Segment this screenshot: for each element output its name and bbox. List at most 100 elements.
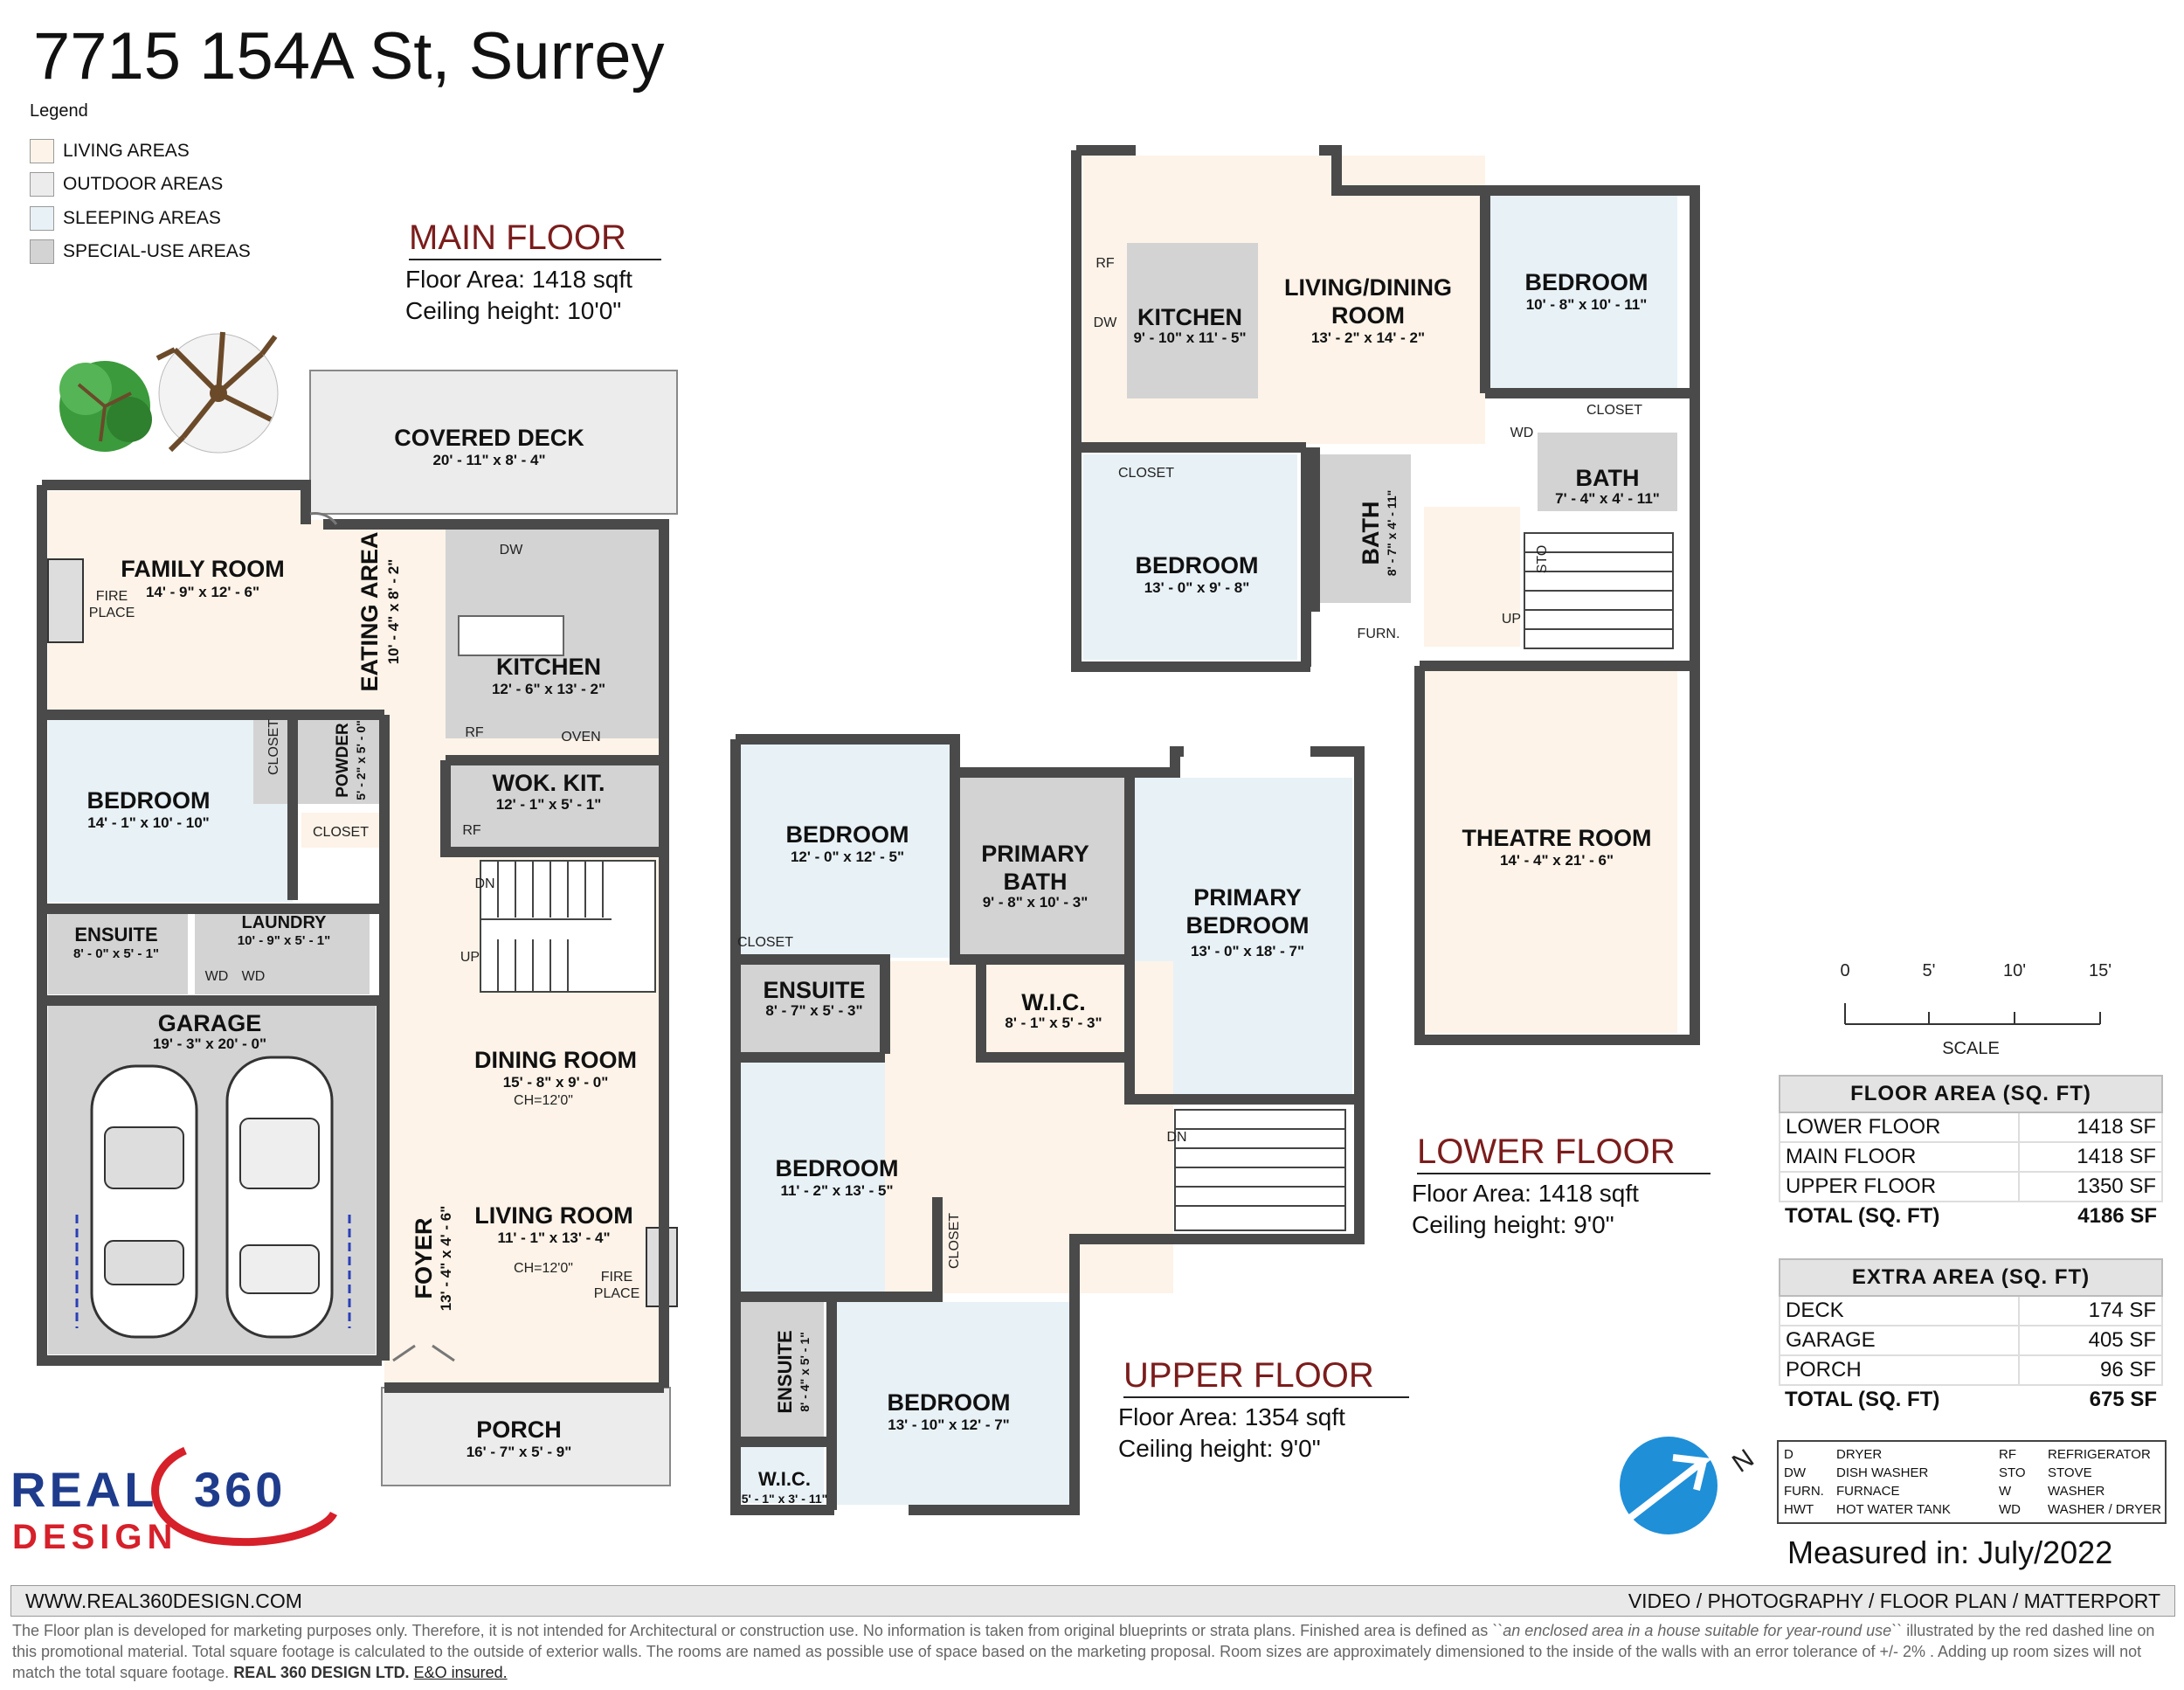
main-kitchen-dim: 12' - 6" x 13' - 2" — [492, 681, 605, 697]
upper-bedroom-2-name: BEDROOM — [776, 1155, 899, 1181]
scale-tick-label: 15' — [2089, 961, 2111, 980]
main-foyer-dim: 13' - 4" x 4' - 6" — [438, 1206, 454, 1312]
lower-bath-2-dim: 8' - 7" x 4' - 11" — [1385, 490, 1399, 577]
main-rf-label: RF — [462, 823, 481, 838]
main-fireplace-label: PLACE — [89, 606, 135, 620]
abbr-meaning: WASHER / DRYER — [2048, 1502, 2162, 1517]
lower-closet-label: CLOSET — [1118, 466, 1174, 481]
compass-icon: N — [1620, 1437, 1759, 1534]
lower-bedroom-2-dim: 13' - 0" x 9' - 8" — [1144, 579, 1250, 596]
fireplace-icon — [47, 558, 84, 643]
logo-text: REAL — [10, 1462, 157, 1517]
scale-tick-label: 5' — [1923, 961, 1936, 980]
lower-storage-label: STO — [1535, 545, 1550, 574]
disclaimer: The Floor plan is developed for marketin… — [12, 1620, 2179, 1683]
logo-text: 360 — [194, 1462, 286, 1517]
main-wok-kitchen-name: WOK. KIT. — [493, 770, 605, 796]
table-cell: DECK — [1779, 1295, 2020, 1326]
scale-tick-label: 10' — [2003, 961, 2026, 980]
main-laundry-dim: 10' - 9" x 5' - 1" — [238, 933, 330, 948]
abbr-code: WD — [1999, 1502, 2021, 1517]
main-wd-label: WD — [242, 969, 266, 984]
main-closet-label: CLOSET — [313, 825, 369, 840]
table-cell: 1418 SF — [2018, 1141, 2163, 1173]
scale-bar: 0 5' 10' 15' SCALE — [1840, 961, 2111, 1058]
main-living-room-dim: 11' - 1" x 13' - 4" — [497, 1229, 610, 1246]
abbr-code: DW — [1784, 1465, 1806, 1480]
table-cell: GARAGE — [1779, 1325, 2020, 1356]
abbr-meaning: DISH WASHER — [1836, 1465, 1929, 1480]
abbr-code: D — [1784, 1447, 1794, 1462]
upper-primary-bath-name: PRIMARY — [981, 841, 1089, 867]
footer-bar: WWW.REAL360DESIGN.COM VIDEO / PHOTOGRAPH… — [10, 1585, 2175, 1617]
lower-stairs-up-label: UP — [1502, 612, 1521, 627]
main-fireplace-label: PLACE — [594, 1286, 639, 1301]
table-cell: 96 SF — [2018, 1354, 2163, 1386]
upper-bedroom-3-name: BEDROOM — [888, 1389, 1011, 1416]
upper-floor-area: Floor Area: 1354 sqft — [1118, 1403, 1345, 1430]
upper-stairs-down-label: DN — [1166, 1130, 1186, 1145]
main-laundry-name: LAUNDRY — [241, 913, 327, 932]
upper-closet-label: CLOSET — [737, 935, 793, 950]
legend-swatch-icon — [30, 206, 54, 232]
main-fireplace-label: FIRE — [601, 1270, 632, 1285]
lower-theatre-dim: 14' - 4" x 21' - 6" — [1500, 852, 1614, 869]
upper-floor-ceiling: Ceiling height: 9'0" — [1118, 1435, 1321, 1462]
abbr-code: W — [1999, 1484, 2012, 1499]
table-cell: MAIN FLOOR — [1779, 1141, 2020, 1173]
abbr-meaning: WASHER — [2048, 1484, 2105, 1499]
car-icon — [225, 1056, 334, 1339]
lower-furnace-label: FURN. — [1358, 627, 1400, 641]
upper-bedroom-1-name: BEDROOM — [786, 821, 909, 848]
main-dining-room-ch: CH=12'0" — [514, 1093, 573, 1108]
table-cell: 4186 SF — [2077, 1204, 2157, 1228]
scale-tick-label: 0 — [1840, 961, 1849, 980]
main-garage-dim: 19' - 3" x 20' - 0" — [153, 1035, 266, 1052]
table-cell: TOTAL (SQ. FT) — [1785, 1388, 1940, 1411]
abbr-meaning: REFRIGERATOR — [2048, 1447, 2151, 1462]
abbr-code: RF — [1999, 1447, 2016, 1462]
main-family-room-dim: 14' - 9" x 12' - 6" — [146, 584, 259, 600]
upper-wic-2-dim: 5' - 1" x 3' - 11" — [742, 1492, 828, 1506]
lower-bath-1-dim: 7' - 4" x 4' - 11" — [1555, 490, 1660, 507]
measured-date: Measured in: July/2022 — [1787, 1534, 2113, 1570]
lower-floor-ceiling: Ceiling height: 9'0" — [1412, 1211, 1614, 1238]
lower-living-dining-name: LIVING/DINING — [1284, 274, 1452, 301]
table-cell: UPPER FLOOR — [1779, 1171, 2020, 1202]
main-floor-plan: COVERED DECK 20' - 11" x 8' - 4" FAMILY … — [37, 331, 678, 1486]
lower-bath-2-name: BATH — [1358, 502, 1384, 565]
upper-wic-2-name: W.I.C. — [758, 1468, 811, 1490]
table-cell: 405 SF — [2018, 1325, 2163, 1356]
table-cell: 174 SF — [2018, 1295, 2163, 1326]
disclaimer-text: The Floor plan is developed for marketin… — [12, 1622, 1489, 1639]
legend-swatch-icon — [30, 239, 54, 265]
insured-link[interactable]: E&O insured. — [413, 1664, 508, 1681]
upper-wic-1-name: W.I.C. — [1021, 989, 1086, 1015]
abbr-code: HWT — [1784, 1502, 1814, 1517]
lower-kitchen-name: KITCHEN — [1137, 304, 1242, 330]
main-foyer-name: FOYER — [411, 1217, 437, 1299]
main-ensuite-name: ENSUITE — [74, 924, 157, 945]
disclaimer-text: illustrated by the red dashed line on th… — [12, 1622, 2155, 1681]
main-powder-name: POWDER — [334, 723, 352, 798]
main-eating-area-name: EATING AREA — [356, 531, 383, 691]
legend-item-outdoor: OUTDOOR AREAS — [30, 171, 223, 197]
upper-closet-label: CLOSET — [947, 1213, 962, 1269]
main-floor-ceiling: Ceiling height: 10'0" — [405, 297, 622, 324]
lower-floor-area: Floor Area: 1418 sqft — [1412, 1180, 1639, 1207]
legend-item-living: LIVING AREAS — [30, 138, 190, 164]
main-porch-dim: 16' - 7" x 5' - 9" — [467, 1444, 572, 1460]
abbr-meaning: HOT WATER TANK — [1836, 1502, 1951, 1517]
legend-heading: Legend — [30, 101, 88, 121]
lower-dw-label: DW — [1094, 315, 1118, 330]
lower-bedroom-1-dim: 10' - 8" x 10' - 11" — [1526, 296, 1648, 313]
main-bedroom-dim: 14' - 1" x 10' - 10" — [87, 814, 210, 831]
website-link[interactable]: WWW.REAL360DESIGN.COM — [25, 1590, 302, 1612]
lower-kitchen-dim: 9' - 10" x 11' - 5" — [1133, 329, 1246, 346]
